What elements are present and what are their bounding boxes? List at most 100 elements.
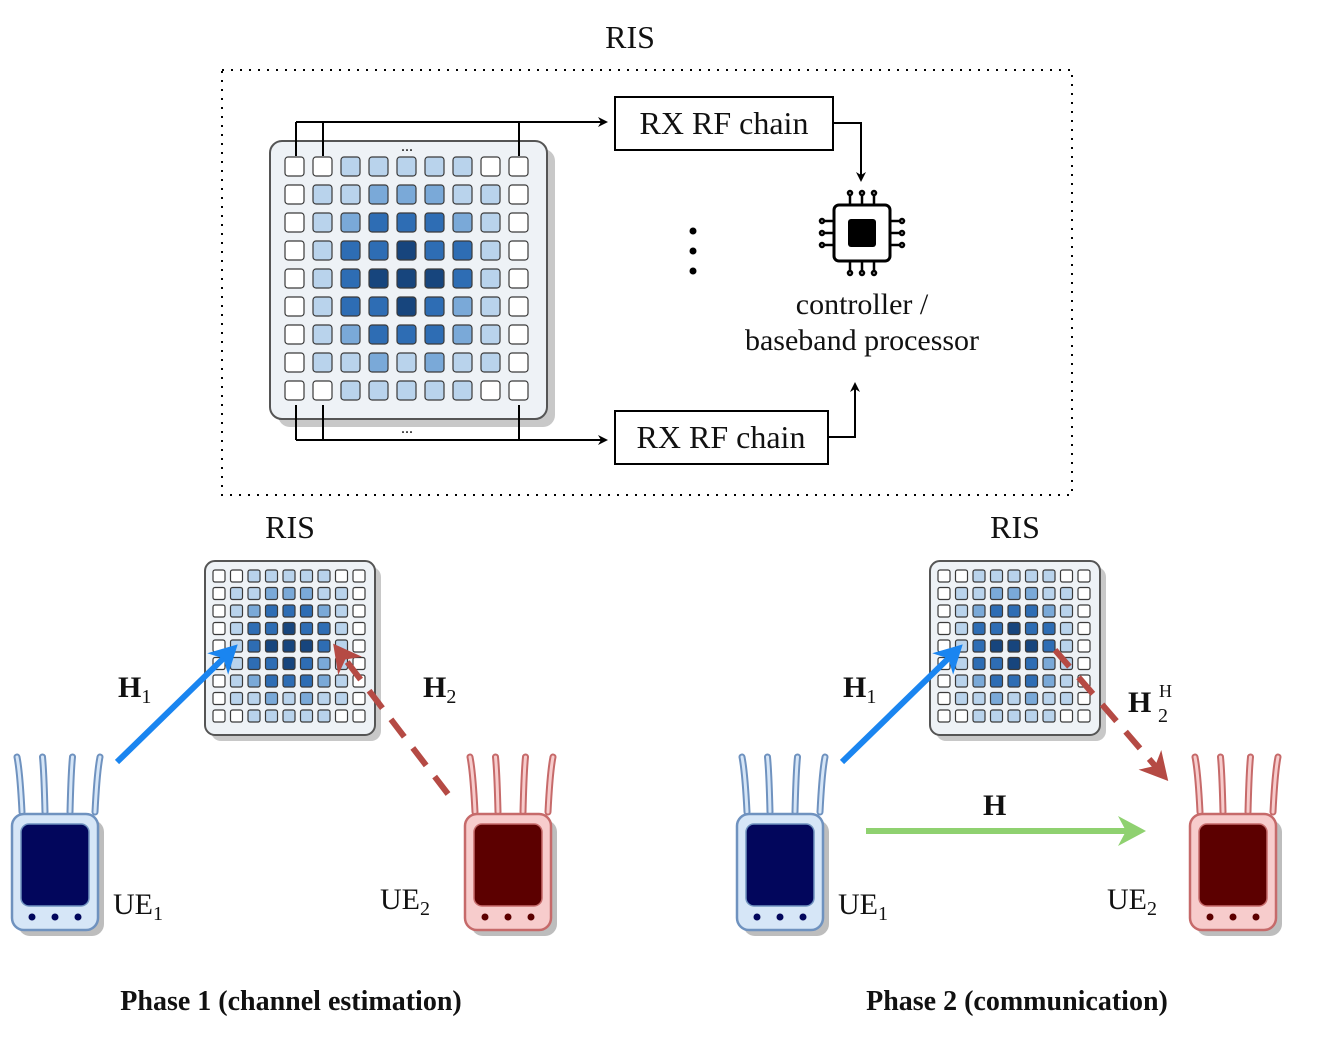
ris-element-grid: [284, 156, 529, 401]
ris-element: [299, 569, 314, 583]
device-button: [504, 913, 512, 921]
antenna-inner: [521, 755, 527, 814]
ris-element: [937, 569, 951, 583]
phase2-h-label: H: [983, 789, 1006, 822]
svg-text:H: H: [1128, 686, 1151, 719]
ris-element: [284, 380, 305, 401]
ris-element: [954, 586, 969, 601]
device-button: [1206, 913, 1214, 921]
phase1-ue2-device-icon: [463, 753, 557, 936]
ris-element: [1059, 674, 1074, 688]
ris-element: [368, 156, 389, 177]
ris-element: [334, 639, 349, 653]
ris-element: [212, 604, 226, 618]
rx-rf-chain-bottom: RX RF chain: [614, 410, 829, 465]
ris-element: [508, 352, 529, 373]
ris-element: [1059, 691, 1074, 706]
device-button: [1252, 913, 1260, 921]
phase1-ue1-label: UE1: [113, 888, 163, 925]
ris-element: [424, 324, 445, 345]
ris-element: [424, 352, 445, 373]
phase1-ue2-label: UE2: [380, 883, 430, 920]
ris-element: [1059, 639, 1074, 653]
ris-element: [299, 656, 314, 671]
ris-element: [334, 691, 349, 706]
ris-element: [264, 709, 279, 723]
ris-element: [972, 569, 986, 583]
device-screen: [745, 823, 815, 907]
ris-element: [368, 352, 389, 373]
ris-element: [340, 212, 361, 233]
antenna-inner: [1271, 755, 1280, 814]
ellipsis-bottom: ...: [401, 420, 413, 437]
ris-element: [247, 604, 261, 618]
ris-element: [1077, 621, 1091, 636]
ris-element: [282, 604, 296, 618]
device-button: [1229, 913, 1237, 921]
device-button: [481, 913, 489, 921]
phase2-caption: Phase 2 (communication): [866, 986, 1168, 1017]
ris-element: [989, 621, 1004, 636]
ris-element: [972, 709, 986, 723]
ris-element: [368, 296, 389, 317]
ris-element: [937, 586, 951, 601]
ris-element: [282, 621, 296, 636]
ris-element: [334, 569, 349, 583]
ris-element: [989, 709, 1004, 723]
device-screen: [473, 823, 543, 907]
ris-element: [1077, 569, 1091, 583]
ris-element: [1042, 709, 1056, 723]
ris-element: [212, 639, 226, 653]
ris-element: [989, 569, 1004, 583]
ris-element: [1007, 709, 1021, 723]
ris-element: [229, 586, 244, 601]
ris-element: [1042, 569, 1056, 583]
ris-element: [264, 586, 279, 601]
top-panel: RIS ... ... RX RF chain: [221, 19, 1073, 496]
antenna-inner: [468, 755, 477, 814]
ris-element: [352, 569, 366, 583]
ris-element: [212, 691, 226, 706]
ris-element: [989, 674, 1004, 688]
device-button: [527, 913, 535, 921]
device-button: [799, 913, 807, 921]
ris-element: [317, 674, 331, 688]
phase1-h1-arrow: [114, 644, 238, 765]
ris-element: [299, 709, 314, 723]
ris-element: [352, 709, 366, 723]
ris-element: [1077, 656, 1091, 671]
ris-element: [1024, 656, 1039, 671]
ris-element: [1042, 639, 1056, 653]
ris-element: [954, 709, 969, 723]
ris-element: [396, 324, 417, 345]
ris-element: [1024, 674, 1039, 688]
ris-element: [312, 212, 333, 233]
ris-element: [264, 656, 279, 671]
antenna-inner: [494, 755, 500, 814]
ris-element: [334, 621, 349, 636]
ris-element: [340, 156, 361, 177]
ris-element: [1024, 569, 1039, 583]
phase1-ris-label: RIS: [265, 509, 315, 545]
ris-element: [972, 674, 986, 688]
ris-element: [1059, 586, 1074, 601]
phase2-h1-label: H1: [843, 671, 876, 708]
processor-chip-icon: [818, 189, 906, 277]
ris-element: [396, 184, 417, 205]
ris-element: [264, 621, 279, 636]
rx-rf-chain-top: RX RF chain: [614, 96, 834, 151]
ris-element: [282, 674, 296, 688]
ris-element: [212, 621, 226, 636]
ris-element: [368, 184, 389, 205]
ris-element: [480, 184, 501, 205]
ris-element: [954, 604, 969, 618]
ris-element: [508, 240, 529, 261]
ris-element: [1007, 569, 1021, 583]
ris-element: [480, 212, 501, 233]
ris-element: [972, 656, 986, 671]
ris-element: [972, 639, 986, 653]
ris-element: [299, 674, 314, 688]
ris-element: [1007, 691, 1021, 706]
ris-element: [284, 268, 305, 289]
ris-element: [972, 621, 986, 636]
